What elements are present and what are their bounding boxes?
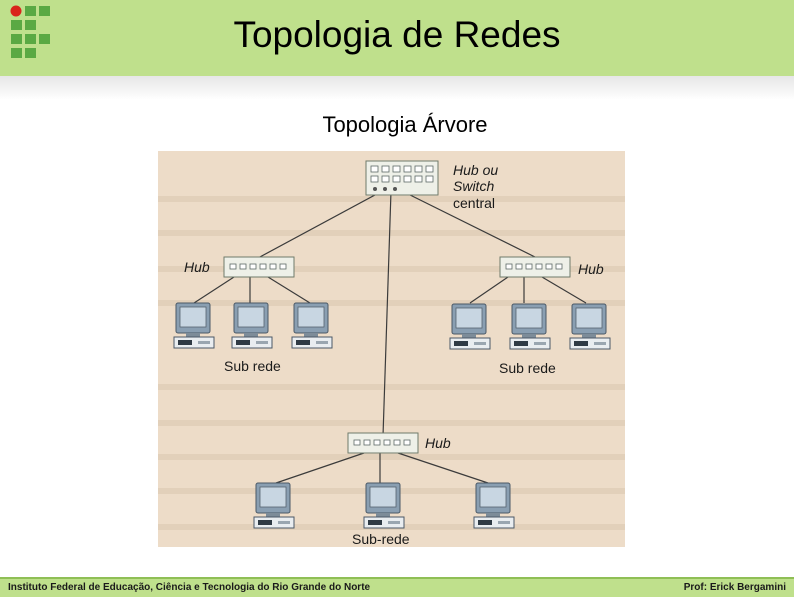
computer-right-1: [449, 303, 491, 350]
hub-bottom-label: Hub: [425, 435, 451, 451]
slide-footer: Instituto Federal de Educação, Ciência e…: [0, 577, 794, 597]
footer-author: Prof: Erick Bergamini: [683, 582, 786, 593]
connection-lines: [193, 188, 587, 484]
central-label-line3: central: [453, 195, 495, 211]
slide-subtitle: Topologia Árvore: [322, 112, 488, 137]
computer-left-1: [173, 302, 215, 349]
subnet-right-label: Sub rede: [499, 360, 556, 376]
tree-topology-diagram: Hub ou Switch central Hub Hub Sub rede S…: [158, 151, 625, 547]
footer-institution: Instituto Federal de Educação, Ciência e…: [8, 582, 371, 593]
computer-right-3: [569, 303, 611, 350]
computer-bottom-1: [253, 482, 295, 529]
computer-bottom-3: [473, 482, 515, 529]
subnet-bottom-label: Sub-rede: [352, 531, 410, 547]
hub-bottom: [347, 432, 419, 454]
central-label-line1: Hub ou: [453, 162, 498, 178]
diagram-canvas: Hub ou Switch central Hub Hub Sub rede S…: [158, 160, 625, 547]
computer-left-2: [231, 302, 273, 349]
computer-left-3: [291, 302, 333, 349]
slide-header: Topologia de Redes: [0, 0, 794, 77]
central-switch: [365, 160, 439, 196]
subnet-left-label: Sub rede: [224, 358, 281, 374]
header-shadow: [0, 76, 794, 100]
central-label-line2: Switch: [453, 178, 494, 194]
institution-logo-icon: [10, 5, 50, 58]
hub-right-label: Hub: [578, 261, 604, 277]
hub-left-label: Hub: [184, 259, 210, 275]
hub-right: [499, 256, 571, 278]
hub-left: [223, 256, 295, 278]
computer-bottom-2: [363, 482, 405, 529]
computer-right-2: [509, 303, 551, 350]
slide-title: Topologia de Redes: [233, 14, 561, 55]
